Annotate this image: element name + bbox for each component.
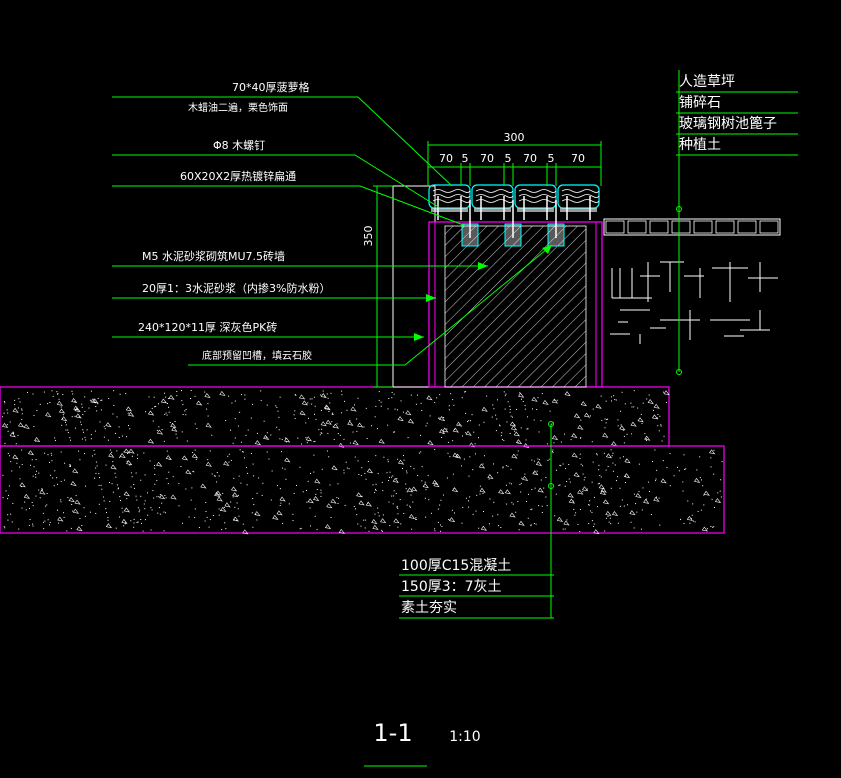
anno-gravel: 铺碎石	[679, 95, 721, 111]
section-title: 1-1	[373, 719, 412, 747]
wood-slat	[557, 184, 600, 220]
anno-lime-soil: 150厚3：7灰土	[401, 579, 502, 595]
anno-frp-grate: 玻璃钢树池篦子	[679, 115, 777, 132]
dim-total: 300	[504, 131, 525, 144]
dim-segment-label: 70	[480, 152, 494, 165]
right-leaders	[676, 70, 798, 372]
anno-pk-brick: 240*120*11厚 深灰色PK砖	[138, 320, 277, 334]
anno-planting-soil: 种植土	[679, 137, 721, 153]
dim-segments: 70 5 70 5 70 5 70	[439, 152, 585, 165]
anno-screw: Φ8 木螺钉	[213, 139, 265, 152]
bottom-leader-dots	[548, 421, 554, 489]
wood-slats	[428, 184, 600, 238]
lime-soil-layer	[0, 445, 725, 535]
wood-slat	[471, 184, 514, 220]
anno-artificial-turf: 人造草坪	[679, 74, 735, 90]
dim-height: 350	[362, 226, 375, 247]
anno-steel-channel: 60X20X2厚热镀锌扁通	[180, 169, 296, 183]
anno-mortar: 20厚1：3水泥砂浆（内掺3%防水粉）	[142, 281, 330, 295]
dim-segment-label: 5	[462, 152, 469, 165]
grating	[603, 218, 781, 236]
dim-segment-label: 5	[505, 152, 512, 165]
right-leader-dots	[676, 206, 682, 375]
bottom-leaders	[399, 424, 554, 619]
lime-soil-texture	[2, 448, 723, 535]
anno-groove: 底部预留凹槽，填云石胶	[202, 349, 312, 362]
concrete-layer	[0, 386, 670, 448]
dimension-lines	[373, 141, 602, 388]
scale-label: 1:10	[449, 729, 480, 745]
wood-slat	[514, 184, 557, 220]
steel-channels	[461, 223, 565, 247]
concrete-texture	[1, 390, 670, 448]
dim-segment-label: 70	[439, 152, 453, 165]
anno-brick-wall: M5 水泥砂浆砌筑MU7.5砖墙	[142, 249, 285, 263]
left-leaders	[112, 96, 553, 366]
anno-c15-concrete: 100厚C15混凝土	[401, 558, 511, 574]
anno-compacted-soil: 素土夯实	[401, 600, 457, 616]
planting-soil-hatch	[610, 261, 778, 344]
leader-arrows	[414, 245, 552, 341]
dim-segment-label: 70	[571, 152, 585, 165]
dim-segment-label: 5	[548, 152, 555, 165]
brick-wall	[392, 185, 603, 388]
wood-slat	[428, 184, 471, 220]
anno-wood-finish: 木蜡油二遍，栗色饰面	[188, 101, 288, 114]
anno-wood-slat: 70*40厚菠萝格	[232, 80, 310, 94]
dim-segment-label: 70	[523, 152, 537, 165]
